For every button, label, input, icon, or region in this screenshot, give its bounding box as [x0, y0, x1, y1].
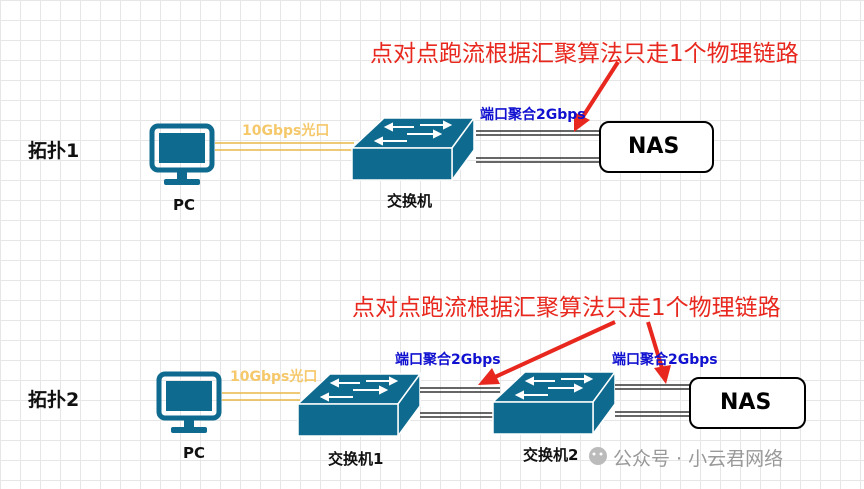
note-2: 点对点跑流根据汇聚算法只走1个物理链路	[352, 295, 781, 321]
nas-1-box	[599, 121, 714, 173]
nas-1-label: NAS	[628, 134, 680, 159]
topology-1-title: 拓扑1	[28, 140, 80, 162]
lag-3-label: 端口聚合2Gbps	[612, 352, 718, 368]
lag-links-3	[615, 384, 690, 417]
pc-1-icon	[152, 126, 212, 185]
nas-2-box	[689, 377, 806, 429]
fiber-2-label: 10Gbps光口	[230, 369, 318, 385]
switch-label: 交换机	[387, 192, 433, 210]
switch-2-label: 交换机2	[523, 446, 579, 464]
lag-1-label: 端口聚合2Gbps	[480, 107, 586, 123]
note-1: 点对点跑流根据汇聚算法只走1个物理链路	[370, 41, 799, 67]
lag-2-label: 端口聚合2Gbps	[395, 352, 501, 368]
fiber-1-label: 10Gbps光口	[242, 123, 330, 139]
pc-1-label: PC	[173, 196, 196, 214]
pc-2-icon	[159, 374, 219, 433]
nas-2-label: NAS	[720, 390, 772, 415]
lag-links-2	[420, 387, 500, 418]
switch-1-label: 交换机1	[328, 450, 384, 468]
switch-icon	[351, 117, 475, 181]
red-arrow-3	[646, 321, 671, 384]
red-arrow-2	[478, 320, 616, 385]
fiber-link-2	[222, 392, 300, 401]
wechat-icon	[589, 447, 607, 465]
pc-2-label: PC	[183, 444, 206, 462]
switch-2-icon	[492, 371, 616, 435]
lag-links-1	[476, 130, 600, 163]
watermark: 公众号 · 小云君网络	[613, 448, 784, 470]
fiber-link-1	[215, 142, 354, 151]
red-arrow-1	[574, 60, 620, 132]
topology-2-title: 拓扑2	[28, 389, 80, 411]
